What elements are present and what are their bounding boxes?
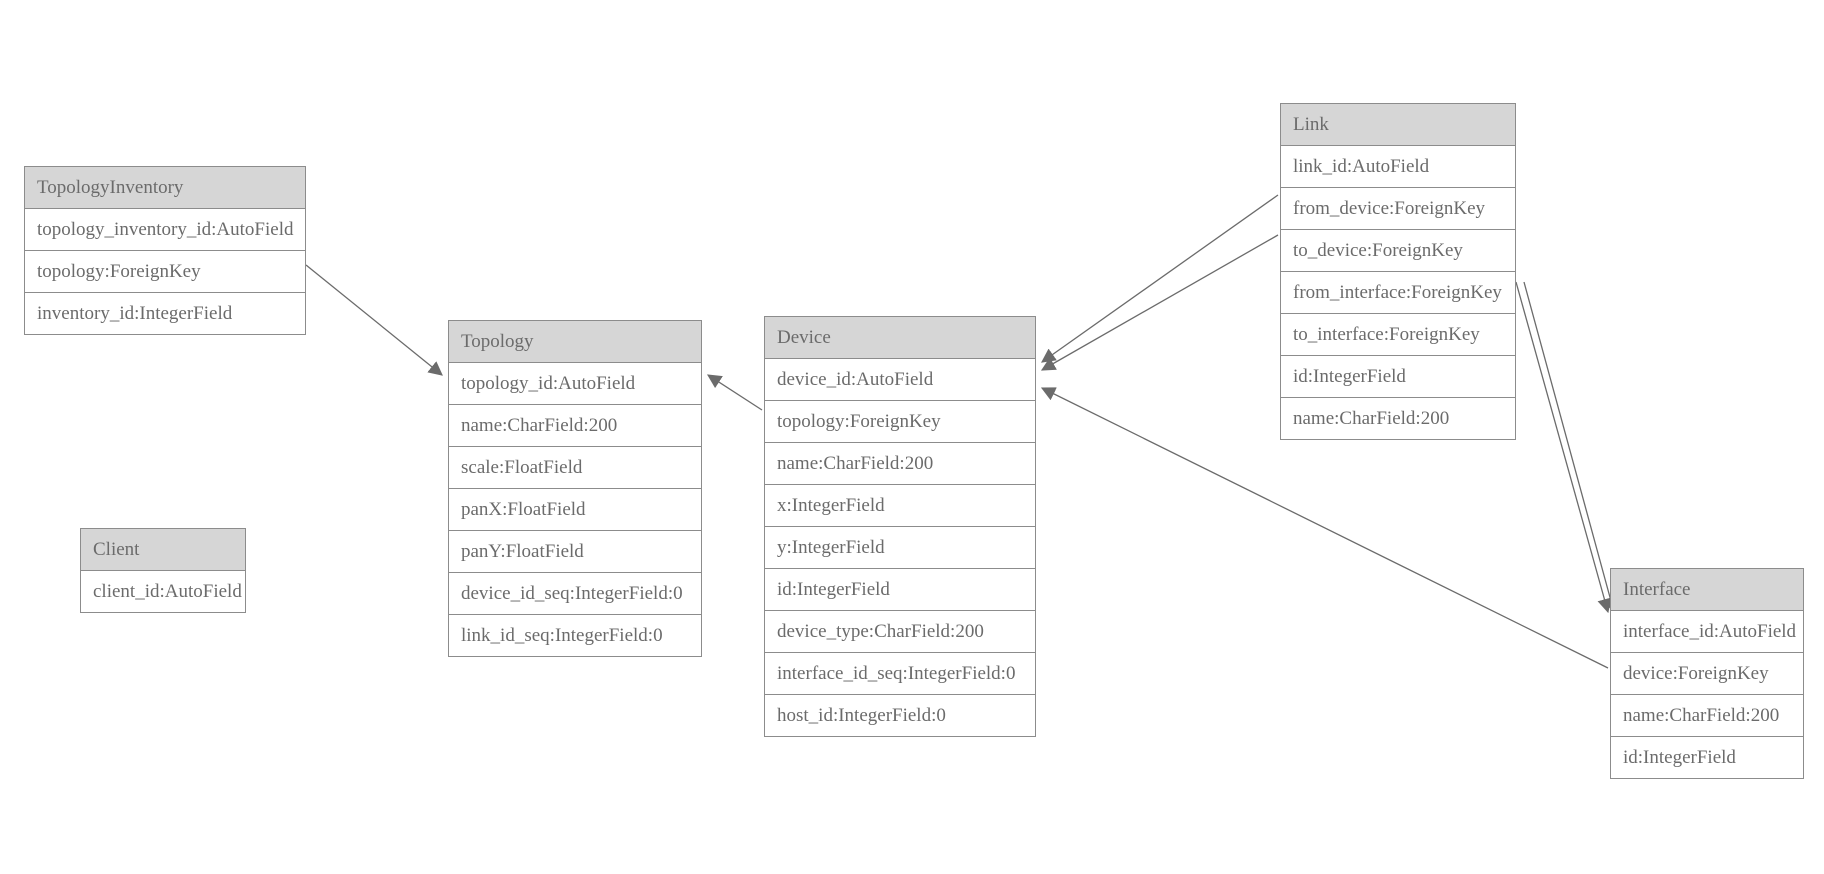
entity-field: name:CharField:200 [449, 405, 701, 447]
entity-title-topology_inventory: TopologyInventory [25, 167, 305, 209]
entity-title-interface: Interface [1611, 569, 1803, 611]
entity-title-topology: Topology [449, 321, 701, 363]
entity-field: link_id:AutoField [1281, 146, 1515, 188]
entity-field: to_interface:ForeignKey [1281, 314, 1515, 356]
entity-field: name:CharField:200 [1611, 695, 1803, 737]
edge-link-from-interface [1515, 281, 1612, 614]
entity-field: topology:ForeignKey [765, 401, 1035, 443]
entity-field: x:IntegerField [765, 485, 1035, 527]
entity-field: interface_id_seq:IntegerField:0 [765, 653, 1035, 695]
entity-field: topology_inventory_id:AutoField [25, 209, 305, 251]
entity-field: to_device:ForeignKey [1281, 230, 1515, 272]
entity-field: name:CharField:200 [1281, 398, 1515, 439]
edge-topologyinventory-topology [305, 264, 443, 376]
edge-link-to-interface [1523, 281, 1618, 614]
entity-title-link: Link [1281, 104, 1515, 146]
entity-field: interface_id:AutoField [1611, 611, 1803, 653]
edge-link-to-device [1040, 234, 1279, 371]
entity-title-device: Device [765, 317, 1035, 359]
entity-field: from_device:ForeignKey [1281, 188, 1515, 230]
entity-field: scale:FloatField [449, 447, 701, 489]
entity-field: client_id:AutoField [81, 571, 245, 612]
entity-field: device_id:AutoField [765, 359, 1035, 401]
entity-field: host_id:IntegerField:0 [765, 695, 1035, 736]
entity-field: from_interface:ForeignKey [1281, 272, 1515, 314]
entity-field: y:IntegerField [765, 527, 1035, 569]
entity-field: name:CharField:200 [765, 443, 1035, 485]
entity-field: panX:FloatField [449, 489, 701, 531]
entity-field: topology_id:AutoField [449, 363, 701, 405]
entity-title-client: Client [81, 529, 245, 571]
entity-field: device:ForeignKey [1611, 653, 1803, 695]
entity-field: link_id_seq:IntegerField:0 [449, 615, 701, 656]
entity-field: topology:ForeignKey [25, 251, 305, 293]
entity-field: inventory_id:IntegerField [25, 293, 305, 334]
entity-field: device_type:CharField:200 [765, 611, 1035, 653]
edge-device-topology [707, 374, 763, 411]
entity-field: id:IntegerField [765, 569, 1035, 611]
entity-field: id:IntegerField [1281, 356, 1515, 398]
entity-field: id:IntegerField [1611, 737, 1803, 778]
entity-field: device_id_seq:IntegerField:0 [449, 573, 701, 615]
entity-field: panY:FloatField [449, 531, 701, 573]
edge-link-from-device [1041, 194, 1279, 363]
